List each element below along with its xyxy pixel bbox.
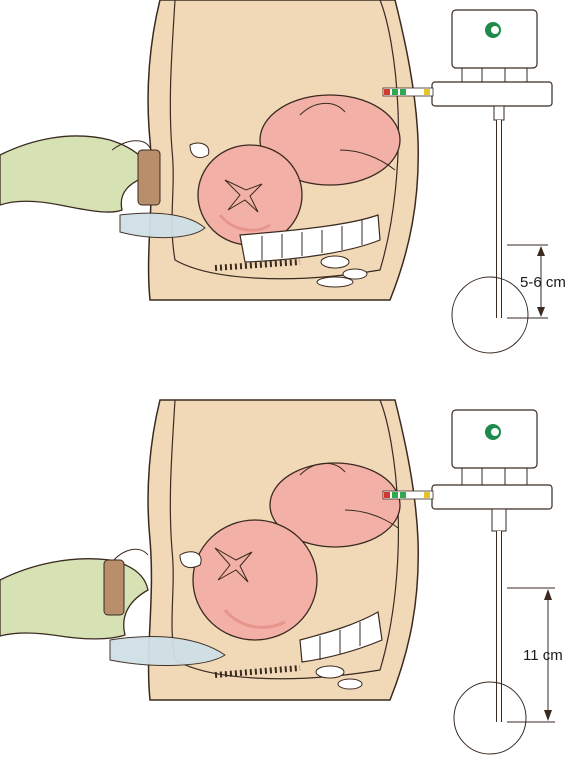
top-panel: 5-6 cm xyxy=(0,0,566,353)
bottom-panel: 11 cm xyxy=(0,400,563,754)
pubic-bone-bottom xyxy=(180,552,201,568)
fetal-head-outline-bottom xyxy=(454,682,526,754)
measurement-label-top: 5-6 cm xyxy=(520,274,566,291)
depth-gauge-bottom xyxy=(432,410,552,754)
fetal-head-outline-top xyxy=(452,277,528,353)
depth-gauge-top xyxy=(432,10,552,353)
color-scale-top xyxy=(383,88,433,96)
measurement-label-bottom: 11 cm xyxy=(523,647,563,664)
color-scale-bottom xyxy=(383,491,433,499)
